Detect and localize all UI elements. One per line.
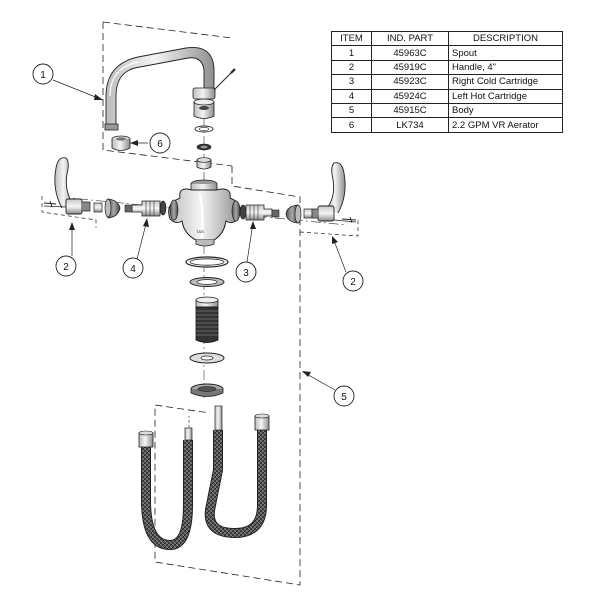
handle-right-outline (299, 220, 359, 237)
callout-1-label: 1 (40, 70, 46, 81)
callout-5: 5 (302, 371, 355, 407)
row-part: 45923C (371, 74, 449, 90)
callout-2-left: 2 (55, 222, 77, 277)
callout-2-left-label: 2 (63, 262, 69, 273)
parts-table: ITEM IND. PART DESCRIPTION 1 45963C Spou… (331, 30, 563, 133)
parts-table-header: ITEM IND. PART DESCRIPTION (331, 30, 563, 47)
row-description: Left Hot Cartridge (448, 88, 563, 104)
row-part: 45919C (371, 59, 449, 76)
hot-cartridge (124, 200, 167, 217)
row-item: 5 (331, 102, 372, 119)
table-row: 2 45919C Handle, 4" (331, 59, 563, 76)
assembly-outline-spout (102, 21, 233, 167)
table-row: 6 LK734 2.2 GPM VR Aerator (331, 117, 563, 133)
row-description: 2.2 GPM VR Aerator (448, 117, 563, 133)
callout-6: 6 (130, 132, 171, 154)
row-part: 45924C (371, 88, 449, 104)
row-description: Right Cold Cartridge (448, 74, 563, 90)
header-part: IND. PART (371, 30, 449, 47)
callout-5-label: 5 (341, 392, 347, 403)
row-item: 3 (331, 74, 372, 90)
body-logo: T&S (196, 229, 204, 234)
header-item: ITEM (331, 30, 372, 47)
left-flange-parts (93, 198, 121, 219)
cold-cartridge (239, 204, 280, 221)
callout-2-right-label: 2 (350, 277, 356, 288)
table-row: 5 45915C Body (331, 102, 563, 119)
row-part: 45963C (371, 45, 449, 61)
callout-1: 1 (32, 63, 104, 101)
table-row: 3 45923C Right Cold Cartridge (331, 74, 563, 90)
callout-4: 4 (122, 218, 149, 279)
assembly-outline-body (154, 166, 301, 586)
row-part: 45915C (371, 102, 449, 119)
handle-left-outline (41, 196, 97, 228)
spout (104, 46, 236, 131)
callout-6-label: 6 (157, 139, 163, 150)
row-description: Handle, 4" (448, 59, 563, 76)
handle-right (311, 162, 357, 224)
right-flange-parts (285, 204, 313, 224)
table-row: 1 45963C Spout (331, 45, 563, 61)
callout-2-right: 2 (332, 236, 364, 292)
callout-4-label: 4 (130, 264, 136, 275)
row-item: 4 (331, 88, 372, 104)
supply-hoses (138, 405, 270, 551)
spout-stem-parts (193, 98, 215, 170)
faucet-body: T&S (168, 179, 241, 247)
callout-3: 3 (235, 221, 257, 283)
body-base-parts (185, 256, 229, 397)
aerator (111, 135, 131, 151)
header-description: DESCRIPTION (448, 30, 563, 47)
handle-left (43, 157, 91, 215)
row-description: Spout (448, 45, 563, 61)
row-item: 6 (331, 117, 372, 133)
row-part: LK734 (371, 117, 449, 133)
table-row: 4 45924C Left Hot Cartridge (331, 88, 563, 104)
row-item: 2 (331, 59, 372, 76)
row-item: 1 (331, 45, 372, 61)
callout-3-label: 3 (243, 268, 249, 279)
row-description: Body (448, 102, 563, 119)
